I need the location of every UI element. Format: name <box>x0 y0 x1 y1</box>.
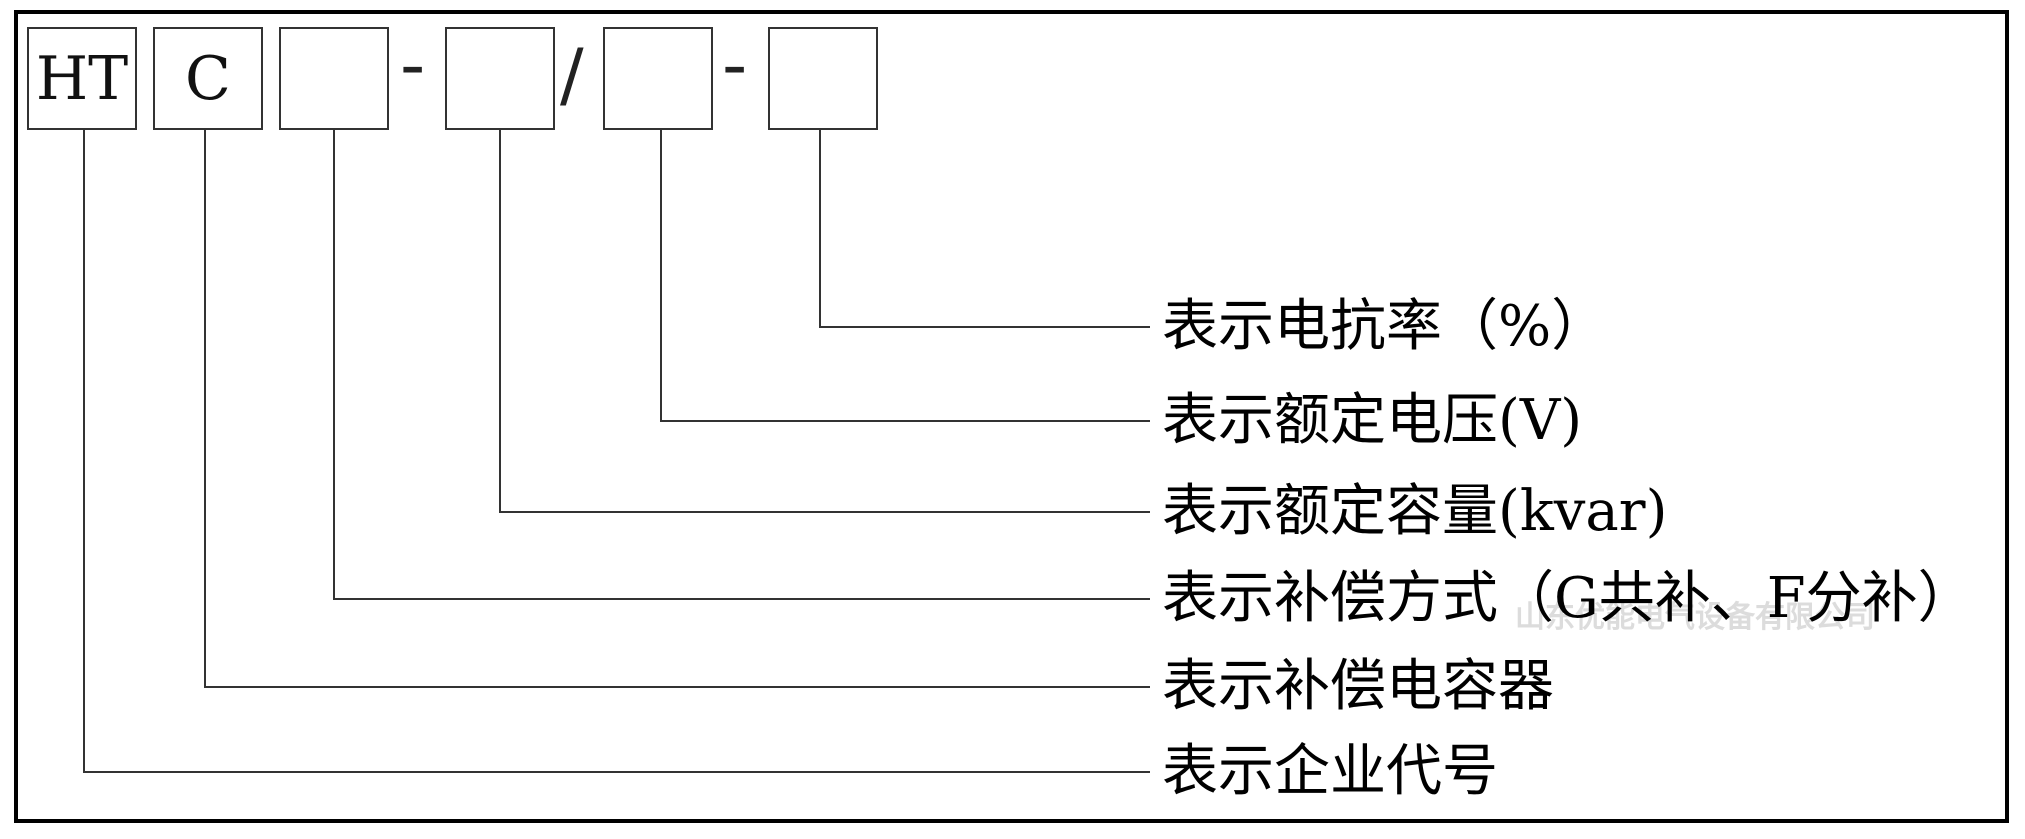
separator-slash: / <box>560 34 584 116</box>
watermark-text: 山东优能电气设备有限公司 <box>1515 600 1875 635</box>
connector-line-rated-voltage <box>660 130 1150 422</box>
code-box-rated-capacity <box>445 27 555 130</box>
separator-dash-1: - <box>400 24 426 106</box>
code-box-reactance-rate <box>768 27 878 130</box>
connector-line-enterprise-code <box>83 130 1150 773</box>
connector-line-compensation-capacitor <box>204 130 1150 688</box>
code-box-compensation-mode <box>279 27 389 130</box>
connector-line-compensation-mode <box>333 130 1150 600</box>
code-box-capacitor: C <box>153 27 263 130</box>
connector-line-rated-capacity <box>499 130 1150 513</box>
label-rated-voltage: 表示额定电压(V) <box>1162 388 1583 453</box>
label-enterprise-code: 表示企业代号 <box>1162 739 1498 804</box>
label-compensation-mode: 表示补偿方式（G共补、F分补） <box>1162 566 1974 631</box>
connector-line-reactance-rate <box>819 130 1150 328</box>
separator-dash-2: - <box>722 24 748 106</box>
label-reactance-rate: 表示电抗率（%） <box>1162 294 1608 359</box>
diagram-frame <box>14 10 2009 823</box>
label-compensation-capacitor: 表示补偿电容器 <box>1162 654 1554 719</box>
label-rated-capacity: 表示额定容量(kvar) <box>1162 479 1668 544</box>
code-box-rated-voltage <box>603 27 713 130</box>
code-box-enterprise: HT <box>27 27 137 130</box>
